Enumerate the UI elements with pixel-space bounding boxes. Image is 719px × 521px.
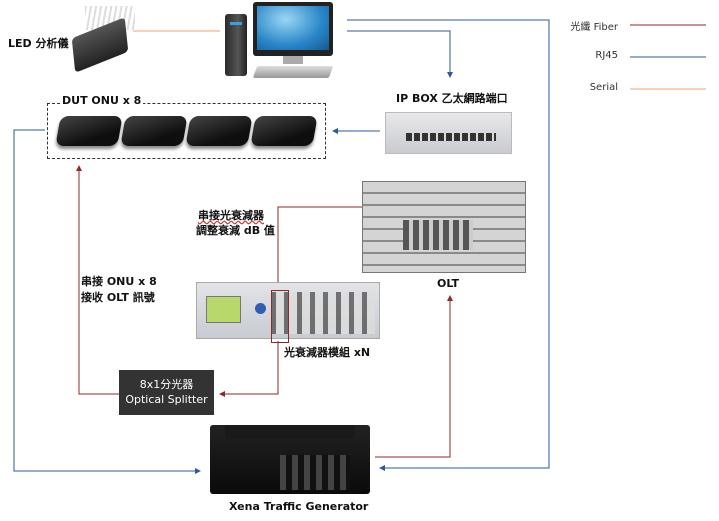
fiber-atten-splitter — [219, 341, 279, 397]
fiber-olt-atten — [277, 206, 375, 290]
legend-serial-label: Serial — [589, 82, 618, 93]
dut-onu-label: DUT ONU x 8 — [60, 94, 144, 107]
legend-fiber-label: 光纖 Fiber — [570, 22, 618, 33]
dut-onu-group — [47, 103, 326, 159]
onu-note-line1: 串接 ONU x 8 — [81, 275, 157, 288]
xena-modules — [280, 455, 350, 490]
attenuator-highlight-box — [271, 290, 289, 343]
olt-device — [362, 181, 526, 273]
fiber-xena-olt — [375, 295, 453, 458]
xena-top-panel — [225, 425, 355, 439]
attenuator-knob — [255, 303, 266, 314]
onu-device — [55, 116, 123, 146]
onu-device — [120, 116, 188, 146]
attenuator-note-line1: 串接光衰減器 — [198, 209, 264, 222]
attenuator-label: 光衰減器模組 xN — [284, 346, 371, 359]
rj45-pc-xena — [347, 19, 550, 471]
onu-device — [250, 116, 318, 146]
splitter-label-line1: 8x1分光器 — [139, 378, 194, 391]
legend-rj45-label: RJ45 — [595, 50, 618, 61]
onu-note-line2: 接收 OLT 訊號 — [81, 291, 155, 304]
pc-monitor-screen — [257, 6, 329, 50]
optical-splitter: 8x1分光器 Optical Splitter — [119, 370, 214, 415]
rj45-dut-xena — [13, 129, 201, 474]
attenuator-screen — [206, 296, 241, 323]
pc-tower — [225, 14, 247, 76]
fiber-splitter-dut — [76, 165, 119, 395]
olt-label: OLT — [437, 277, 460, 290]
splitter-label-line2: Optical Splitter — [125, 393, 208, 406]
attenuator-note-line2: 調整衰減 dB 值 — [196, 224, 275, 237]
xena-label: Xena Traffic Generator — [229, 500, 369, 513]
onu-device — [185, 116, 253, 146]
ipbox-device — [385, 112, 512, 154]
pc-keyboard — [252, 66, 334, 78]
pc-monitor-stand — [283, 56, 303, 64]
led-analyzer-label: LED 分析儀 — [8, 37, 69, 50]
rj45-pc-ipbox — [347, 30, 453, 78]
ipbox-label: IP BOX 乙太網路端口 — [396, 92, 508, 105]
